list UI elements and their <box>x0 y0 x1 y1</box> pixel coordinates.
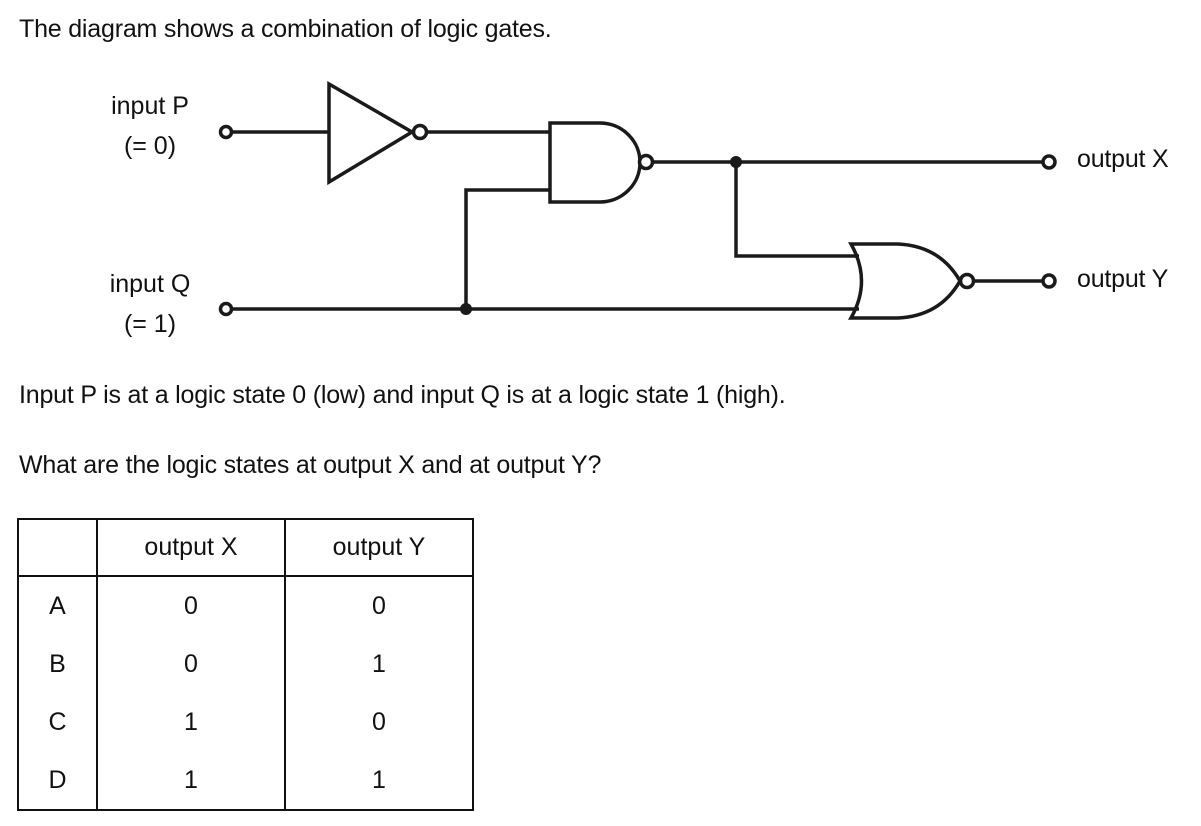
option-y-value: 1 <box>284 751 474 811</box>
nand-gate-bubble <box>637 153 655 171</box>
output-y-label: output Y <box>1077 265 1169 293</box>
option-x-value: 1 <box>96 751 286 811</box>
input-p-label: input P <box>111 92 189 120</box>
table-row[interactable]: B 0 1 <box>17 635 474 693</box>
option-key[interactable]: D <box>17 751 98 811</box>
wire-q-to-nand <box>464 188 550 309</box>
intro-text: The diagram shows a combination of logic… <box>19 15 552 43</box>
output-x-label: output X <box>1077 145 1169 173</box>
input-p-value: (= 0) <box>123 132 177 160</box>
junction-dot-x <box>730 156 742 168</box>
nor-gate <box>847 242 963 320</box>
option-key[interactable]: B <box>17 635 98 693</box>
option-x-value: 1 <box>96 693 286 751</box>
table-header-output-y: output Y <box>284 518 474 577</box>
input-p-terminal <box>218 124 234 140</box>
option-x-value: 0 <box>96 576 286 635</box>
option-y-value: 0 <box>284 576 474 635</box>
output-x-terminal <box>1041 154 1057 170</box>
table-row[interactable]: D 1 1 <box>17 751 474 811</box>
nand-gate <box>548 121 642 204</box>
nor-gate-bubble <box>958 272 976 290</box>
table-header-output-x: output X <box>96 518 286 577</box>
table-row[interactable]: C 1 0 <box>17 693 474 751</box>
input-q-label: input Q <box>109 270 191 298</box>
not-gate-bubble <box>411 123 429 141</box>
statement-text: Input P is at a logic state 0 (low) and … <box>19 381 786 409</box>
option-y-value: 0 <box>284 693 474 751</box>
option-y-value: 1 <box>284 635 474 693</box>
logic-circuit-diagram <box>218 80 1057 320</box>
wire-x-to-nor <box>734 162 859 258</box>
junction-dot-q <box>460 303 472 315</box>
input-q-value: (= 1) <box>123 310 177 338</box>
table-row[interactable]: A 0 0 <box>17 576 474 635</box>
option-x-value: 0 <box>96 635 286 693</box>
not-gate <box>327 80 416 186</box>
option-key[interactable]: A <box>17 576 98 635</box>
question-text: What are the logic states at output X an… <box>19 451 602 479</box>
answer-table: output X output Y A 0 0 B 0 1 C 1 0 D 1 … <box>17 518 474 811</box>
option-key[interactable]: C <box>17 693 98 751</box>
table-header-row: output X output Y <box>17 518 474 577</box>
output-y-terminal <box>1041 273 1057 289</box>
input-q-terminal <box>218 301 234 317</box>
table-header-blank <box>17 518 98 577</box>
